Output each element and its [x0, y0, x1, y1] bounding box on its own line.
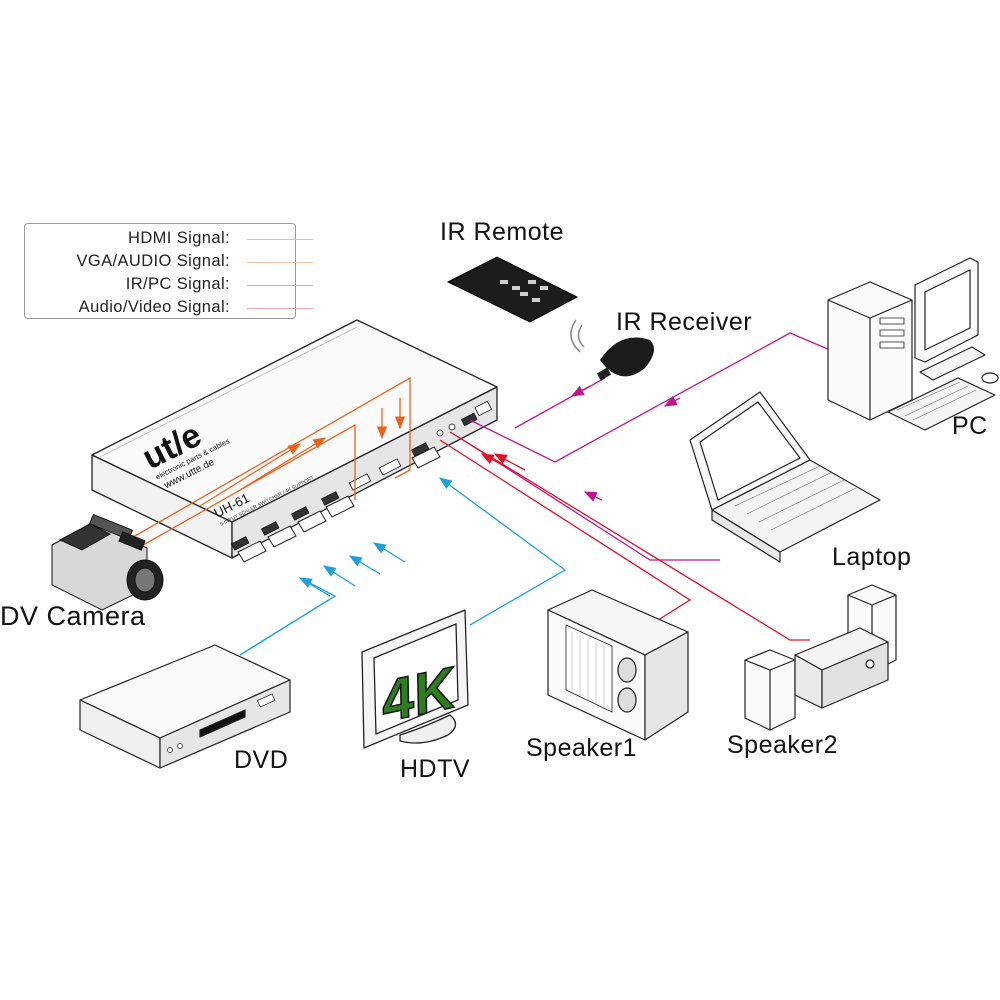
legend-hdmi-line [247, 239, 313, 240]
vga-audio-signal-lines [127, 376, 411, 549]
hdtv [361, 609, 469, 749]
ir-receiver-label: IR Receiver [616, 308, 753, 336]
dv-camera [51, 513, 164, 611]
hdmi-plugs [237, 446, 441, 563]
legend-audio-video-line [247, 308, 313, 309]
ir-remote [446, 256, 579, 323]
speaker1 [547, 589, 689, 741]
hdmi-signal-lines [239, 477, 567, 656]
dvd-player [79, 644, 291, 769]
ir-remote-label: IR Remote [440, 218, 564, 246]
legend-ir-pc-line [247, 285, 313, 286]
pc-label: PC [952, 412, 988, 440]
legend-vga-audio-line [247, 262, 313, 263]
dv-camera-label: DV Camera [0, 601, 146, 631]
speaker2 [744, 584, 897, 731]
legend-vga-audio-label: VGA/AUDIO Signal: [76, 252, 230, 270]
ir-signal-waves [570, 319, 585, 353]
hdtv-label: HDTV [400, 755, 471, 783]
audio-video-signal-lines [439, 431, 810, 641]
ir-receiver [596, 337, 654, 381]
signal-legend: HDMI Signal: VGA/AUDIO Signal: IR/PC Sig… [24, 223, 313, 319]
laptop [689, 391, 881, 563]
laptop-label: Laptop [832, 543, 912, 571]
legend-hdmi-label: HDMI Signal: [128, 229, 230, 247]
speaker1-label: Speaker1 [526, 734, 638, 762]
legend-audio-video-label: Audio/Video Signal: [78, 298, 230, 316]
legend-ir-pc-label: IR/PC Signal: [125, 275, 230, 293]
switcher-unit [91, 319, 498, 559]
pc [827, 257, 999, 431]
ir-pc-signal-lines [459, 332, 831, 561]
dvd-label: DVD [234, 746, 289, 774]
speaker2-label: Speaker2 [727, 731, 839, 759]
